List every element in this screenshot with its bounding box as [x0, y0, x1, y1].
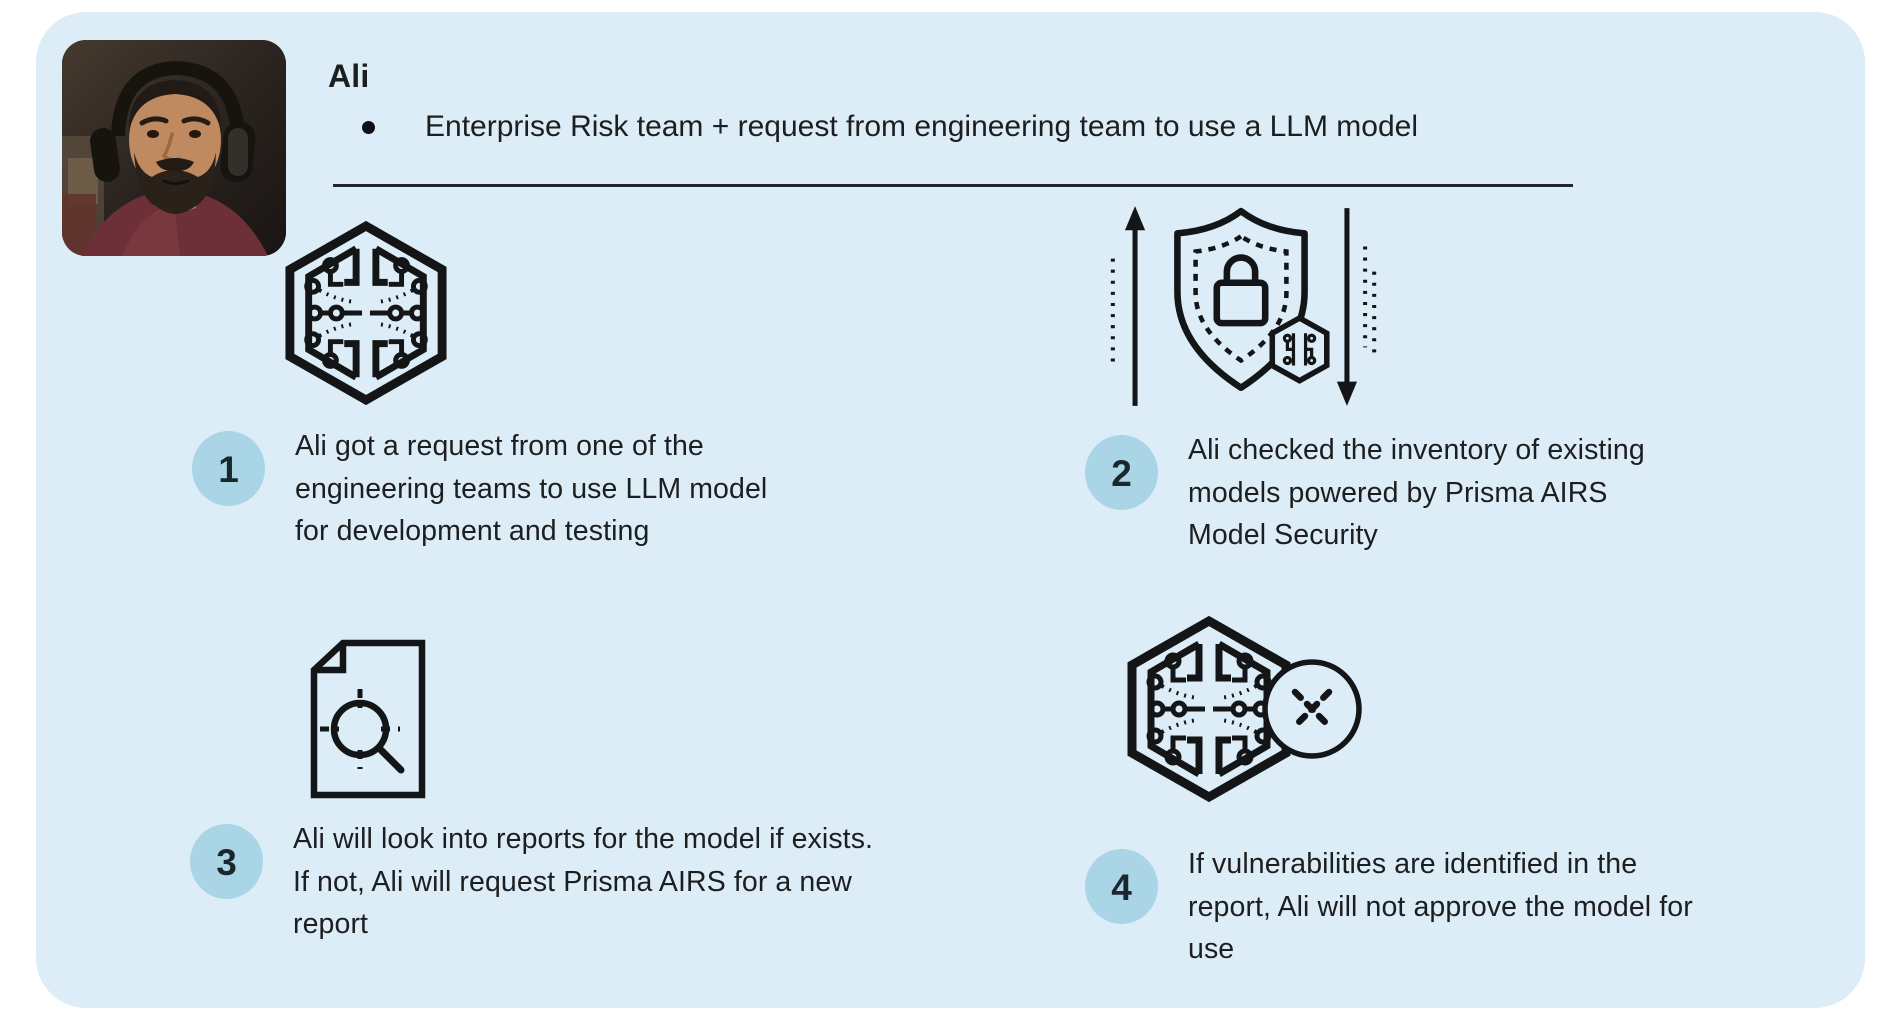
step-text: If vulnerabilities are identified in the…: [1188, 848, 1693, 965]
divider: [333, 184, 1573, 187]
step-item-1: 1 Ali got a request from one of the engi…: [192, 430, 807, 553]
step-item-3: 3 Ali will look into reports for the mod…: [190, 823, 893, 946]
step-text: Ali checked the inventory of existing mo…: [1188, 434, 1645, 551]
person-name: Ali: [328, 58, 370, 94]
model-security-shield-icon: [1098, 196, 1386, 418]
step-text: Ali will look into reports for the model…: [293, 823, 874, 940]
step-text: Ali got a request from one of the engine…: [295, 430, 768, 547]
report-scan-icon: [302, 636, 434, 802]
step-number-badge: 3: [190, 824, 263, 899]
ai-model-hexagon-icon: [282, 218, 450, 408]
step-number-badge: 4: [1085, 849, 1158, 924]
step-item-2: 2 Ali checked the inventory of existing …: [1085, 434, 1693, 557]
person-role-row: Enterprise Risk team + request from engi…: [362, 110, 1418, 144]
step-item-4: 4 If vulnerabilities are identified in t…: [1085, 848, 1708, 971]
avatar: [62, 40, 286, 256]
bullet-icon: [362, 120, 375, 134]
step-number-badge: 1: [192, 431, 265, 506]
model-rejected-icon: [1124, 610, 1364, 808]
persona-card: Ali Enterprise Risk team + request from …: [36, 12, 1865, 1008]
person-role: Enterprise Risk team + request from engi…: [425, 110, 1418, 143]
step-number-badge: 2: [1085, 435, 1158, 510]
